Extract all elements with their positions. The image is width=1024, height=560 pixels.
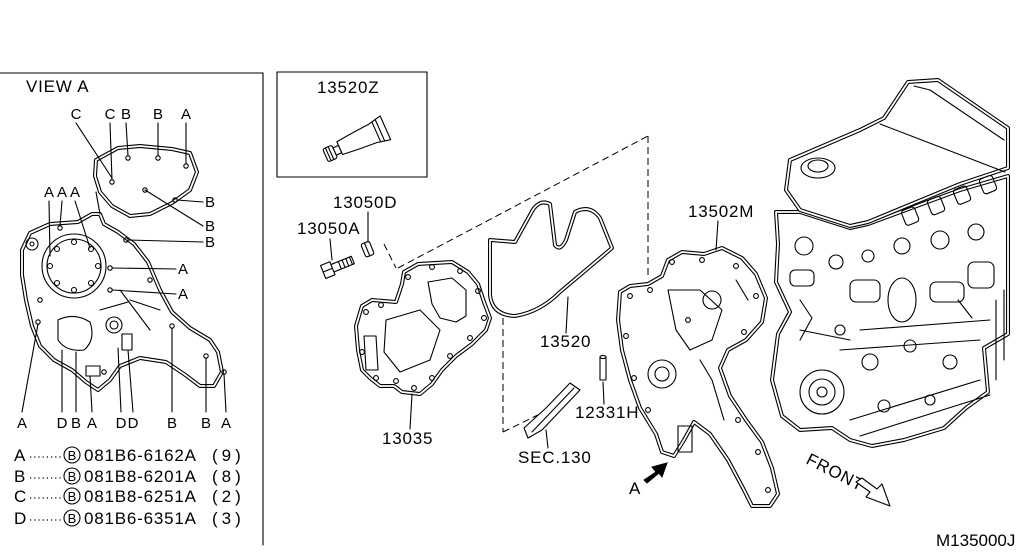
callout-dowel: 12331H — [575, 403, 639, 422]
legend-key: A — [14, 446, 26, 465]
assembly-lines — [383, 135, 649, 433]
bolt-letter: A — [57, 184, 67, 201]
bolt-letter: A — [178, 286, 188, 303]
bolt-letter: B — [205, 234, 215, 251]
callout-section-ref: SEC.130 — [518, 448, 592, 467]
bolt-letter: A — [221, 415, 231, 432]
legend-mark: B — [68, 448, 77, 463]
legend-row: D B 081B6-6351A (3) — [14, 509, 245, 528]
bolt-letter: D — [128, 415, 139, 432]
bolt-icon — [319, 255, 355, 280]
chain-guide-drawing — [523, 382, 581, 439]
bolt-letter: C — [71, 106, 82, 123]
callout-bolt: 13050A — [297, 219, 360, 238]
legend-row: C B 081B8-6251A (2) — [14, 487, 245, 506]
legend-key: B — [14, 467, 26, 486]
callout-sealant: 13520Z — [317, 78, 379, 97]
bolt-letter: A — [181, 106, 191, 123]
callout-gasket: 13520 — [540, 332, 591, 351]
bolt-letter: A — [17, 415, 27, 432]
legend-row: B B 081B8-6201A (8) — [14, 467, 245, 486]
bolt-letter: C — [105, 106, 116, 123]
legend-mark: B — [68, 489, 77, 504]
gasket-drawing — [488, 200, 614, 318]
legend-qty: (9) — [212, 446, 245, 465]
bolt-letter: B — [205, 218, 215, 235]
sealant-tube-icon — [322, 115, 392, 162]
legend-part-number: 081B6-6162A — [84, 446, 197, 465]
legend-mark: B — [68, 511, 77, 526]
view-a-bolt-letters-right: B B B A A — [178, 194, 215, 303]
front-cover-drawing — [354, 260, 492, 396]
view-a-bolt-letters-bottom: A D B A D D B B A — [17, 415, 231, 432]
legend-key: D — [14, 509, 27, 528]
legend-key: C — [14, 487, 27, 506]
callout-front-cover: 13035 — [382, 429, 433, 448]
bolt-letter: A — [70, 184, 80, 201]
legend-mark: B — [68, 469, 77, 484]
callout-washer: 13050D — [333, 193, 397, 212]
view-a-leader-lines — [21, 122, 227, 413]
front-direction-label: FRONT — [803, 450, 867, 495]
front-arrow-icon — [855, 477, 891, 507]
view-arrow-icon — [643, 462, 668, 484]
bolt-letter: A — [178, 261, 188, 278]
view-a-bolt-letters-left: A A A — [44, 184, 80, 201]
bolt-letter: A — [87, 415, 97, 432]
legend-part-number: 081B8-6251A — [84, 487, 197, 506]
bolt-letter: B — [205, 194, 215, 211]
bolt-letter: B — [121, 106, 131, 123]
engine-block-drawing — [770, 78, 1010, 448]
drawing-code: M135000J — [936, 531, 1015, 550]
bolt-legend: A B 081B6-6162A (9) B B 081B8-6201A (8) … — [14, 446, 245, 528]
legend-part-number: 081B8-6201A — [84, 467, 197, 486]
view-a-title: VIEW A — [26, 77, 89, 96]
view-arrow-label: A — [629, 479, 641, 498]
view-a-panel: VIEW A — [0, 72, 264, 546]
legend-part-number: 081B6-6351A — [84, 509, 197, 528]
chain-case-drawing — [616, 246, 780, 508]
bolt-letter: B — [153, 106, 163, 123]
legend-qty: (3) — [212, 509, 245, 528]
bolt-letter: D — [116, 415, 127, 432]
dowel-pin-icon — [599, 354, 607, 381]
sealant-box: 13520Z — [276, 71, 428, 178]
callout-chain-case: 13502M — [688, 202, 754, 221]
bolt-letter: B — [201, 415, 211, 432]
washer-icon — [360, 241, 375, 258]
bolt-letter: B — [71, 415, 81, 432]
legend-row: A B 081B6-6162A (9) — [14, 446, 245, 465]
view-a-bolt-letters-top: C C B B A — [71, 106, 191, 123]
bolt-letter: A — [44, 184, 54, 201]
legend-qty: (8) — [212, 467, 245, 486]
legend-qty: (2) — [212, 487, 245, 506]
bolt-letter: B — [167, 415, 177, 432]
bolt-letter: D — [57, 415, 68, 432]
